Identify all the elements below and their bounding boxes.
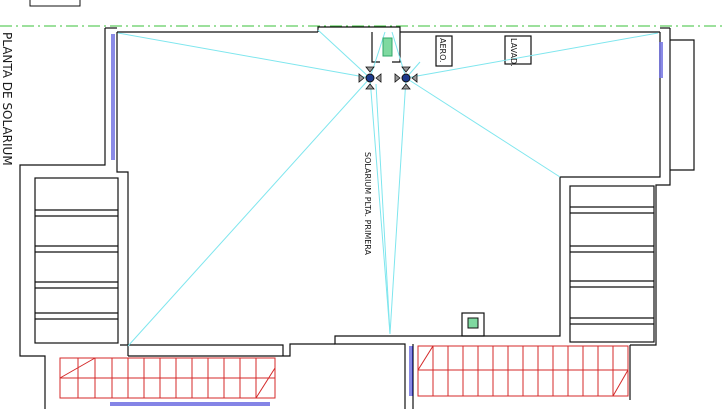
- motion-sensor-icon[interactable]: [394, 66, 418, 90]
- stair-left: [59, 357, 276, 399]
- motion-sensor-icon[interactable]: [358, 66, 382, 90]
- wall-fragment: [29, 0, 81, 7]
- light-fixture-icon: [467, 317, 479, 329]
- walls: [19, 26, 695, 409]
- sheet-title: PLANTA DE SOLARIUM: [0, 32, 14, 166]
- glazing: [110, 34, 663, 406]
- sensor-coverage-lines: [117, 29, 659, 347]
- fixture-label-lavad: LAVAD.: [509, 38, 518, 67]
- stair-right: [417, 345, 629, 397]
- light-fixture-icon: [382, 37, 393, 57]
- fixture-label-aero: AERO.: [438, 38, 447, 63]
- room-label: SOLARIUM PLTA. PRIMERA: [363, 152, 372, 256]
